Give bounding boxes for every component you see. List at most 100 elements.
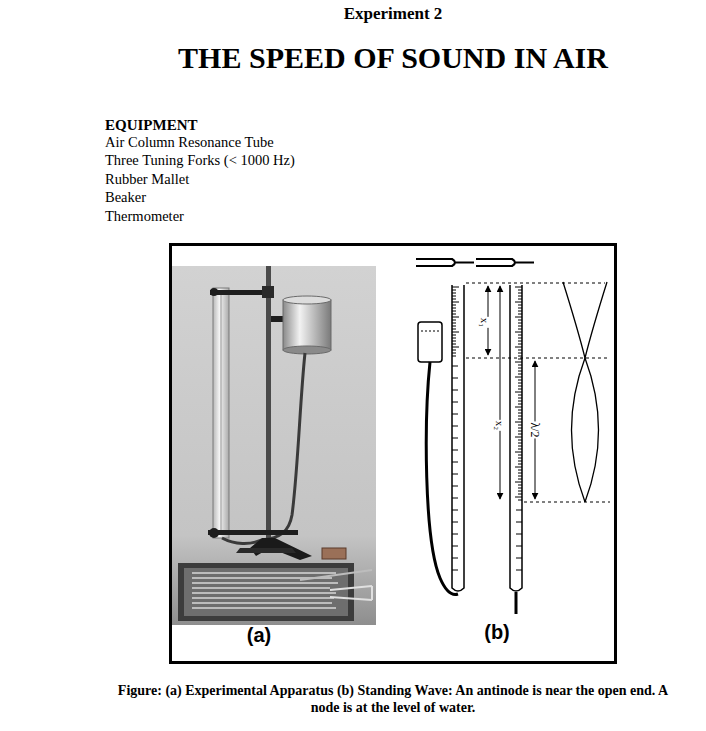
standing-wave-schematic-part-part — [452, 317, 459, 318]
standing-wave-schematic-part-part — [452, 290, 456, 291]
standing-wave-schematic-part-part — [515, 437, 522, 438]
standing-wave-schematic-part — [515, 592, 518, 614]
standing-wave-schematic-part-part — [518, 338, 522, 339]
standing-wave-schematic-part — [500, 286, 501, 499]
standing-wave-schematic-part-part — [518, 473, 522, 474]
equipment-item: Beaker — [105, 189, 146, 206]
standing-wave-schematic-part-part — [516, 546, 522, 547]
standing-wave-schematic-part-part — [518, 380, 522, 381]
standing-wave-schematic-part-part — [452, 344, 456, 345]
standing-wave-schematic-part-part — [518, 488, 522, 489]
apparatus-photo-part-part — [192, 602, 332, 604]
standing-wave-schematic-part-part — [518, 464, 522, 465]
dimension-label: x₁ — [480, 316, 491, 327]
standing-wave-schematic — [416, 259, 610, 614]
standing-wave-schematic-part-part — [452, 323, 456, 324]
standing-wave-schematic-part-part — [452, 332, 459, 333]
standing-wave-schematic-part-part — [452, 338, 456, 339]
standing-wave-schematic-part-part — [516, 570, 522, 571]
standing-wave-schematic-part-part — [518, 368, 522, 369]
standing-wave-schematic-part-part — [518, 428, 522, 429]
standing-wave-schematic-part-part — [452, 296, 456, 297]
standing-wave-schematic-part — [572, 282, 608, 502]
standing-wave-schematic-part-part — [452, 438, 458, 439]
apparatus-photo-part — [236, 548, 296, 553]
standing-wave-schematic-part-part — [518, 323, 522, 324]
standing-wave-schematic-part-part — [518, 449, 522, 450]
standing-wave-schematic-part — [452, 287, 522, 570]
apparatus-photo-part — [184, 568, 348, 616]
apparatus-photo-part — [283, 296, 331, 304]
apparatus-photo-part-part — [192, 592, 336, 594]
standing-wave-schematic-part-part — [452, 350, 456, 351]
standing-wave-schematic-part-part — [452, 390, 458, 391]
standing-wave-schematic-part-part — [518, 440, 522, 441]
standing-wave-schematic-part-part — [452, 320, 456, 321]
standing-wave-schematic-part-part — [452, 302, 459, 303]
apparatus-photo — [172, 266, 376, 625]
standing-wave-schematic-part-part — [518, 398, 522, 399]
standing-wave-schematic-part-part — [518, 500, 522, 501]
standing-wave-schematic-part-part — [518, 365, 522, 366]
apparatus-photo-part — [210, 288, 218, 296]
standing-wave-schematic-part-part — [515, 287, 522, 288]
standing-wave-schematic-part-part — [452, 474, 458, 475]
standing-wave-schematic-part-part — [452, 486, 458, 487]
standing-wave-schematic-part-part — [452, 287, 459, 288]
figure-caption: Figure: (a) Experimental Apparatus (b) S… — [108, 683, 678, 717]
standing-wave-schematic-part-part — [452, 293, 456, 294]
equipment-item: Rubber Mallet — [105, 171, 189, 188]
standing-wave-schematic-part-part — [515, 362, 522, 363]
standing-wave-schematic-part-part — [518, 383, 522, 384]
standing-wave-schematic-part-part — [518, 461, 522, 462]
standing-wave-schematic-part-part — [518, 416, 522, 417]
standing-wave-schematic-part-part — [518, 305, 522, 306]
figure-frame-part — [171, 245, 616, 663]
standing-wave-schematic-part — [416, 259, 474, 266]
equipment-item: Thermometer — [105, 208, 184, 225]
standing-wave-schematic-part-part — [518, 329, 522, 330]
equipment-item: Air Column Resonance Tube — [105, 134, 274, 151]
standing-wave-schematic-part-part — [518, 404, 522, 405]
apparatus-photo-part — [222, 538, 262, 544]
standing-wave-schematic-part-part — [518, 353, 522, 354]
standing-wave-schematic-part-part — [452, 510, 458, 511]
standing-wave-schematic-part-part — [518, 296, 522, 297]
apparatus-photo-part-part — [192, 587, 330, 589]
standing-wave-schematic-part-part — [452, 570, 458, 571]
standing-wave-schematic-part-part — [518, 308, 522, 309]
standing-wave-schematic-part-part — [515, 482, 522, 483]
standing-wave-schematic-part-part — [515, 497, 522, 498]
standing-wave-schematic-part-part — [452, 335, 456, 336]
standing-wave-schematic-part-part — [518, 401, 522, 402]
standing-wave-schematic-part — [510, 285, 522, 591]
standing-wave-schematic-part-part — [452, 356, 456, 357]
dimension-label: x₂ — [495, 419, 506, 430]
standing-wave-schematic-part-part — [518, 434, 522, 435]
standing-wave-schematic-part-part — [518, 446, 522, 447]
standing-wave-schematic-part-part — [452, 534, 458, 535]
standing-wave-schematic-part-part — [452, 522, 458, 523]
apparatus-photo-part-part — [192, 572, 336, 574]
standing-wave-schematic-part-part — [518, 341, 522, 342]
apparatus-photo-part — [283, 300, 331, 350]
standing-wave-schematic-part-part — [518, 344, 522, 345]
apparatus-photo-part-part — [192, 597, 334, 599]
standing-wave-schematic-part — [524, 502, 610, 503]
apparatus-photo-part — [221, 292, 222, 534]
standing-wave-schematic-part-part — [452, 426, 458, 427]
standing-wave-schematic-part-part — [515, 467, 522, 468]
apparatus-photo-part — [330, 586, 372, 600]
standing-wave-schematic-part-part — [518, 479, 522, 480]
apparatus-photo-part — [283, 346, 331, 354]
apparatus-photo-part — [300, 570, 372, 580]
apparatus-photo-part — [172, 266, 376, 625]
apparatus-photo-part — [266, 266, 271, 542]
standing-wave-schematic-part-part — [452, 402, 458, 403]
standing-wave-schematic-part-part — [518, 311, 522, 312]
standing-wave-schematic-part-part — [452, 462, 458, 463]
standing-wave-schematic-part-part — [518, 314, 522, 315]
standing-wave-schematic-part-part — [515, 332, 522, 333]
apparatus-photo-part — [178, 563, 354, 621]
